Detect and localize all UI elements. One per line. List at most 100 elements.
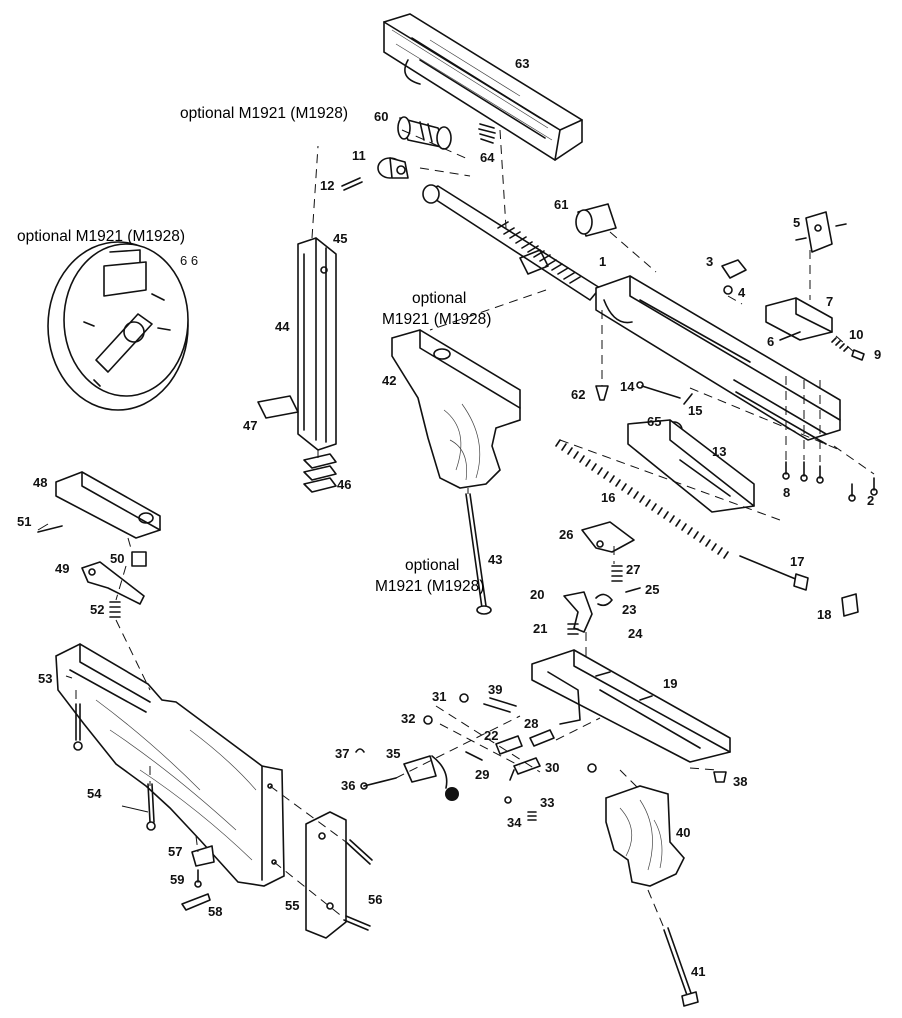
spring-part-10 <box>831 337 849 352</box>
spring-part-23 <box>595 593 613 607</box>
hammer-part-20 <box>563 591 593 633</box>
label-52: 52 <box>90 602 104 617</box>
label-27: 27 <box>626 562 640 577</box>
drum-magazine <box>47 241 189 411</box>
pin-part-25 <box>625 587 641 593</box>
buttstock-part-53 <box>55 643 285 887</box>
label-14: 14 <box>620 379 635 394</box>
label-24: 24 <box>628 626 643 641</box>
label-58: 58 <box>208 904 222 919</box>
clip-part-37 <box>355 748 365 753</box>
pin-part-28 <box>529 729 555 747</box>
screws-part-2 <box>848 477 878 502</box>
label-41: 41 <box>691 964 705 979</box>
grip-rod-part-43 <box>465 493 492 615</box>
label-8: 8 <box>783 485 790 500</box>
label-39: 39 <box>488 682 502 697</box>
label-31: 31 <box>432 689 446 704</box>
label-38: 38 <box>733 774 747 789</box>
label-33: 33 <box>540 795 554 810</box>
label-4: 4 <box>738 285 746 300</box>
grip-screw-part-41 <box>663 927 699 1007</box>
trigger-frame-part-19 <box>531 649 731 763</box>
clip-part-31 <box>459 693 469 703</box>
label-28: 28 <box>524 716 538 731</box>
label-42: 42 <box>382 373 396 388</box>
label-62: 62 <box>571 387 585 402</box>
assembly-leader-lines <box>75 129 875 929</box>
label-55: 55 <box>285 898 299 913</box>
rear-grip-part-40 <box>605 785 685 887</box>
floorplate-part-47 <box>257 395 299 419</box>
plunger-part-9 <box>851 349 865 361</box>
label-2: 2 <box>867 493 874 508</box>
buttplate-part-48 <box>55 471 161 539</box>
pin-part-51 <box>37 525 63 533</box>
label-56: 56 <box>368 892 382 907</box>
ball-part-33 <box>504 796 512 804</box>
button-part-50 <box>131 551 147 567</box>
label-45: 45 <box>333 231 347 246</box>
follower-part-46 <box>303 453 337 493</box>
label-36: 36 <box>341 778 355 793</box>
spring-part-34 <box>527 811 537 821</box>
label-22: 22 <box>484 728 498 743</box>
spring-part-52 <box>109 601 121 618</box>
label-26: 26 <box>559 527 573 542</box>
rear-sight-part-5 <box>795 211 847 253</box>
label-10: 10 <box>849 327 863 342</box>
label-63: 63 <box>515 56 529 71</box>
drum-mark-label: 6 6 <box>180 253 198 268</box>
clip-part-30b <box>587 763 597 773</box>
label-9: 9 <box>874 347 881 362</box>
label-12: 12 <box>320 178 334 193</box>
screw-part-54 <box>73 703 156 831</box>
stick-magazine-part-44 <box>297 237 337 451</box>
latch-part-49 <box>81 561 145 605</box>
barrel-receiver-part-1 <box>422 184 841 445</box>
selector-part-35 <box>403 755 459 801</box>
buffer-part-18 <box>841 593 859 617</box>
sight-base-part-7 <box>765 297 833 341</box>
label-37: 37 <box>335 746 349 761</box>
label-43: 43 <box>488 552 502 567</box>
sleeve-part-61 <box>575 203 617 237</box>
pin-part-12 <box>341 177 363 191</box>
label-25: 25 <box>645 582 659 597</box>
note-optional-drum: optional M1921 (M1928) <box>17 228 185 245</box>
pin-part-39 <box>483 697 517 713</box>
part-26 <box>581 521 635 553</box>
label-3: 3 <box>706 254 713 269</box>
label-50: 50 <box>110 551 124 566</box>
forend-part-63 <box>383 13 583 161</box>
label-17: 17 <box>790 554 804 569</box>
buttplate-part-55 <box>305 811 347 939</box>
spring-part-64 <box>478 123 496 144</box>
pin-part-6 <box>779 331 801 341</box>
label-40: 40 <box>676 825 690 840</box>
swivel-part-57 <box>191 845 215 867</box>
label-65: 65 <box>647 414 661 429</box>
part-number-labels: 1 2 3 4 5 6 7 8 9 10 11 12 13 14 15 16 1… <box>17 56 881 979</box>
label-49: 49 <box>55 561 69 576</box>
label-59: 59 <box>170 872 184 887</box>
screw-part-38 <box>713 771 727 783</box>
screw-part-59 <box>194 869 202 888</box>
label-61: 61 <box>554 197 568 212</box>
label-5: 5 <box>793 215 800 230</box>
label-15: 15 <box>688 403 702 418</box>
label-64: 64 <box>480 150 495 165</box>
label-23: 23 <box>622 602 636 617</box>
label-19: 19 <box>663 676 677 691</box>
spring-part-21 <box>567 623 579 635</box>
spring-part-27 <box>611 565 623 582</box>
pin-part-14 <box>636 381 681 399</box>
pin-part-22 <box>495 735 523 755</box>
label-57: 57 <box>168 844 182 859</box>
part-3 <box>721 259 747 279</box>
label-30: 30 <box>545 760 559 775</box>
label-11: 11 <box>352 148 366 163</box>
label-18: 18 <box>817 607 831 622</box>
label-16: 16 <box>601 490 615 505</box>
